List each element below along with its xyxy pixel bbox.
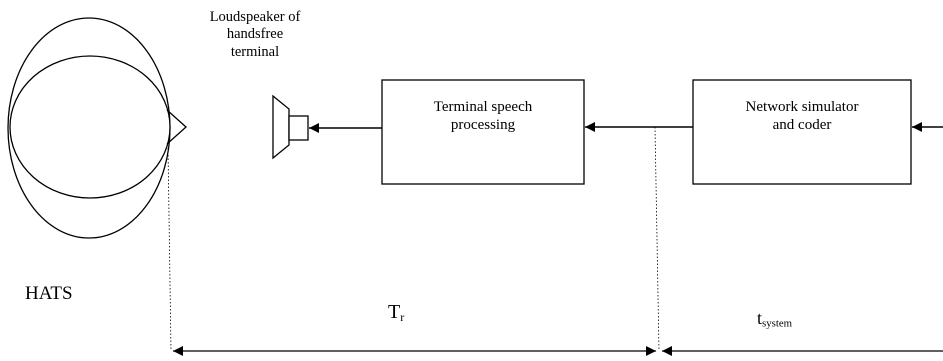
terminal-box-line2: processing: [450, 117, 516, 133]
loudspeaker-label-line1: Loudspeaker of: [209, 9, 301, 25]
tsystem-label: tsystem: [757, 308, 792, 331]
tr-sub: r: [400, 310, 405, 324]
terminal-speech-processing-box: [381, 79, 585, 185]
speaker-cone: [272, 94, 290, 160]
tr-label: Tr: [388, 300, 404, 324]
loudspeaker-label-line2: handsfree: [226, 26, 284, 43]
hats-figure: [7, 17, 187, 239]
network-simulator-box: [692, 79, 912, 185]
loudspeaker-label-line3: terminal: [230, 43, 280, 60]
loudspeaker-label: Loudspeaker of handsfree terminal: [185, 9, 325, 61]
ref-line-mouth: [167, 147, 172, 352]
speaker-magnet: [288, 115, 309, 141]
hats-label: HATS: [25, 283, 73, 304]
terminal-box-line1: Terminal speech: [433, 99, 533, 115]
hats-mouth: [166, 109, 187, 145]
loudspeaker-icon: [272, 94, 309, 160]
tsystem-main: t: [757, 308, 763, 328]
network-box-line2: and coder: [772, 117, 832, 133]
tsystem-sub: system: [762, 317, 793, 330]
ref-line-interface: [654, 126, 660, 352]
hats-head: [9, 55, 171, 199]
terminal-speech-processing-label: Terminal speech processing: [382, 98, 584, 134]
network-box-line1: Network simulator: [745, 99, 859, 115]
network-simulator-label: Network simulator and coder: [693, 98, 911, 134]
tr-main: T: [388, 301, 401, 323]
